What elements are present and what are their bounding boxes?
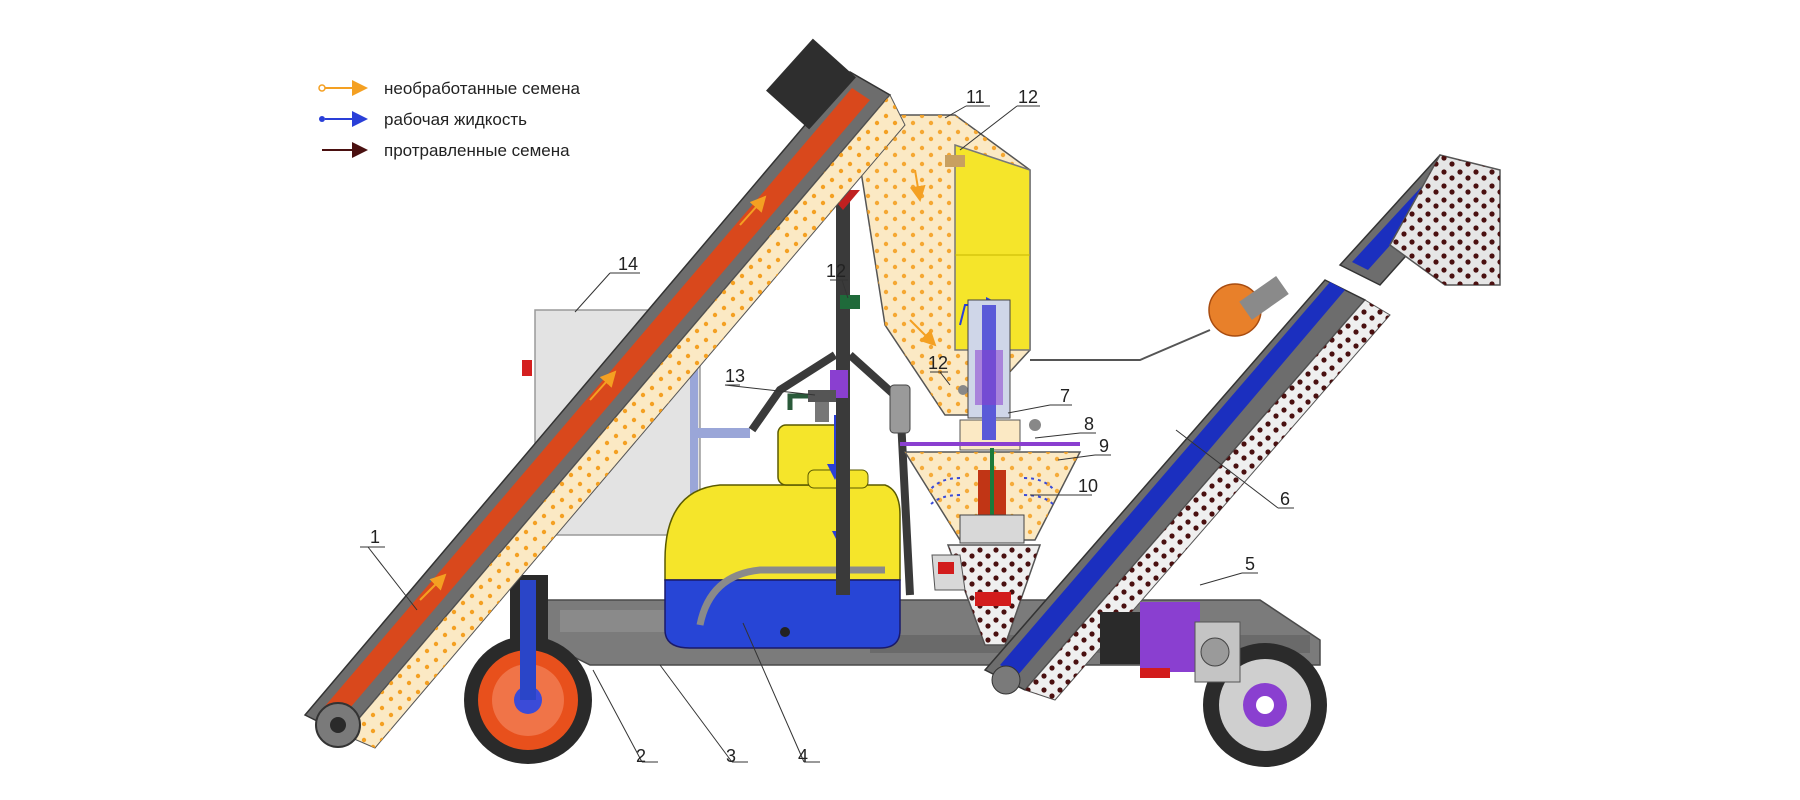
callout-3: 3 [726, 746, 736, 766]
callout-8: 8 [1084, 414, 1094, 434]
callout-12-top: 12 [1018, 87, 1038, 107]
legend-label-treated: протравленные семена [384, 141, 570, 160]
callout-2: 2 [636, 746, 646, 766]
callout-13: 13 [725, 366, 745, 386]
callout-1: 1 [370, 527, 380, 547]
callout-12-hopper: 12 [928, 353, 948, 373]
callout-6: 6 [1280, 489, 1290, 509]
drive-motor [1100, 602, 1241, 683]
valve-13 [787, 390, 836, 422]
loading-conveyor [303, 38, 906, 749]
callout-10: 10 [1078, 476, 1098, 496]
left-wheel [464, 575, 592, 764]
discharge-funnel [931, 544, 1042, 646]
callout-4: 4 [798, 746, 808, 766]
callout-5: 5 [1245, 554, 1255, 574]
callouts [360, 105, 1294, 763]
treatment-chamber [903, 448, 1082, 544]
blower-unit [1030, 275, 1289, 361]
callout-numbers: 1 2 3 4 5 6 7 8 9 10 11 12 12 12 13 14 [370, 87, 1290, 766]
legend-label-untreated: необработанные семена [384, 79, 580, 98]
legend-item-treated: протравленные семена [322, 141, 570, 160]
legend: необработанные семена рабочая жидкость п… [318, 79, 580, 160]
callout-12-post: 12 [826, 261, 846, 281]
legend-label-liquid: рабочая жидкость [384, 110, 527, 129]
callout-9: 9 [1099, 436, 1109, 456]
legend-item-liquid: рабочая жидкость [319, 110, 527, 129]
callout-7: 7 [1060, 386, 1070, 406]
metering-unit [900, 299, 1080, 451]
callout-11: 11 [966, 87, 985, 107]
callout-14: 14 [618, 254, 638, 274]
legend-item-untreated: необработанные семена [318, 79, 580, 98]
unloading-conveyor [983, 154, 1501, 701]
